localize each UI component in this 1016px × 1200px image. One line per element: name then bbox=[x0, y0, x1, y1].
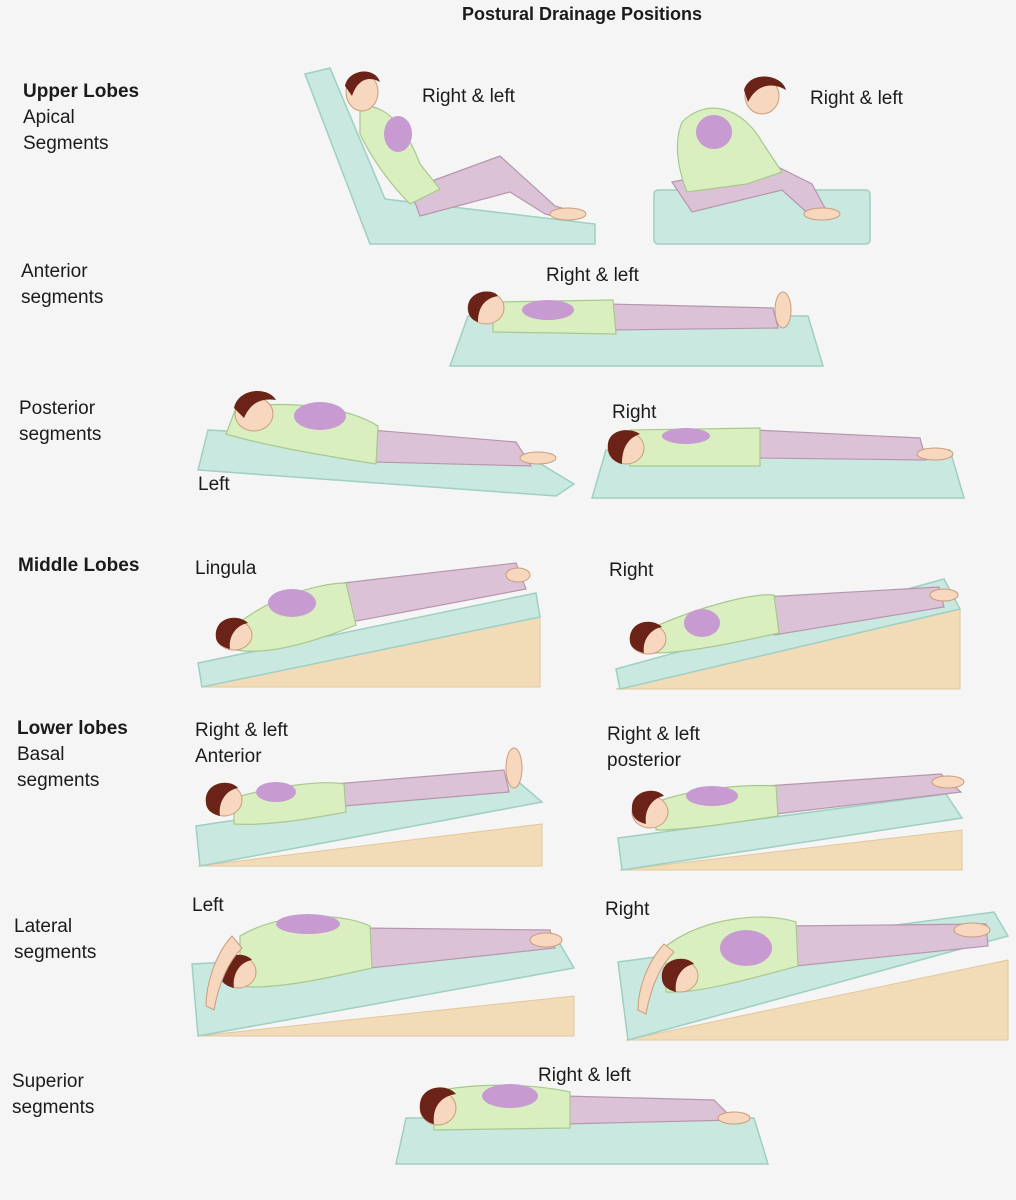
basal-posterior-figure bbox=[617, 773, 965, 871]
lingula-figure bbox=[197, 562, 541, 688]
superior-prone-caption: Right & left bbox=[538, 1065, 631, 1086]
apical-forward-figure bbox=[653, 76, 871, 245]
basal-segments-label: Basal segments bbox=[17, 744, 100, 791]
lateral-right-caption: Right bbox=[605, 899, 650, 920]
posterior-right-caption: Right bbox=[612, 402, 657, 423]
lingula-caption: Lingula bbox=[195, 558, 257, 579]
page-title: Postural Drainage Positions bbox=[462, 4, 703, 24]
basal-anterior-figure bbox=[195, 747, 544, 867]
middle-right-caption: Right bbox=[609, 560, 654, 581]
lateral-right-figure bbox=[617, 911, 1010, 1041]
apical-segments-label: Apical Segments bbox=[23, 107, 109, 154]
lateral-left-figure bbox=[191, 914, 576, 1037]
anterior-supine-caption: Right & left bbox=[546, 265, 639, 286]
posterior-segments-label: Posterior segments bbox=[19, 398, 102, 445]
apical-sitting-forward-caption: Right & left bbox=[810, 88, 903, 109]
basal-posterior-caption: Right & left posterior bbox=[607, 724, 700, 771]
middle-lobes-heading: Middle Lobes bbox=[18, 555, 140, 576]
apical-reclined-figure bbox=[303, 67, 596, 245]
posterior-left-caption: Left bbox=[198, 474, 230, 495]
lateral-left-caption: Left bbox=[192, 895, 224, 916]
superior-segments-label: Superior segments bbox=[12, 1071, 95, 1118]
lateral-segments-label: Lateral segments bbox=[14, 916, 97, 963]
anterior-segments-label: Anterior segments bbox=[21, 261, 104, 308]
posterior-left-figure bbox=[197, 390, 576, 497]
anterior-supine-figure bbox=[448, 291, 825, 367]
apical-sitting-reclined-caption: Right & left bbox=[422, 86, 515, 107]
upper-lobes-heading: Upper Lobes bbox=[23, 81, 140, 102]
lower-lobes-heading: Lower lobes bbox=[17, 718, 128, 739]
basal-anterior-caption: Right & left Anterior bbox=[195, 720, 288, 767]
superior-prone-figure bbox=[395, 1084, 770, 1165]
posterior-right-figure bbox=[591, 427, 965, 499]
middle-right-figure bbox=[615, 578, 962, 690]
